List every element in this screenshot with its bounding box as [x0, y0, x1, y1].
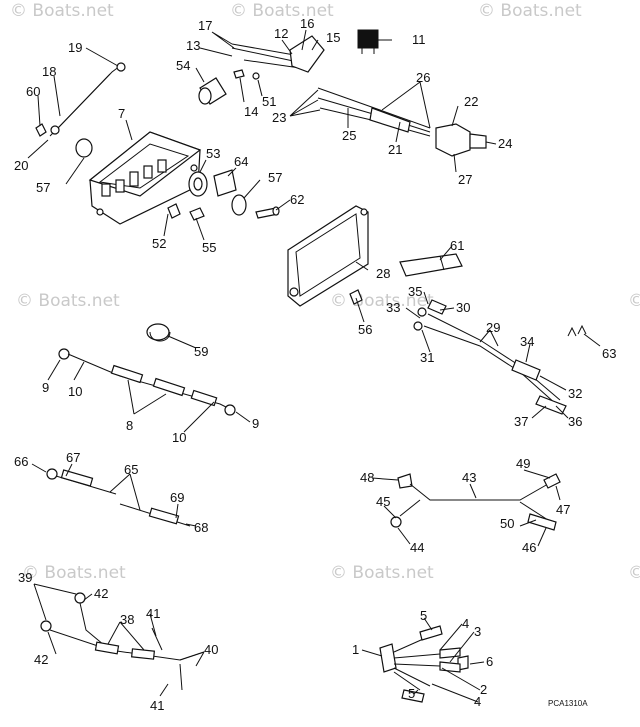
leader-lines: [27, 29, 601, 703]
callout-62: 62: [290, 192, 304, 207]
callout-24: 24: [498, 136, 512, 151]
callout-64: 64: [234, 154, 248, 169]
watermark-text: © Boats.net: [22, 563, 126, 583]
part-7-box: [88, 131, 202, 225]
callout-42-top: 42: [94, 586, 108, 601]
watermark-text: © Boats.net: [16, 291, 120, 311]
callout-23: 23: [272, 110, 286, 125]
callout-19: 19: [68, 40, 82, 55]
callout-13: 13: [186, 38, 200, 53]
callout-14: 14: [244, 104, 258, 119]
callout-68: 68: [194, 520, 208, 535]
callout-42-bottom: 42: [34, 652, 48, 667]
callout-46: 46: [522, 540, 536, 555]
callout-60: 60: [26, 84, 40, 99]
callout-12: 12: [274, 26, 288, 41]
callout-54: 54: [176, 58, 190, 73]
callout-37: 37: [514, 414, 528, 429]
callout-27: 27: [458, 172, 472, 187]
callout-41-bottom: 41: [150, 698, 164, 713]
callout-10-left: 10: [68, 384, 82, 399]
watermark-layer: © Boats.net © Boats.net © Boats.net © Bo…: [10, 1, 640, 583]
callout-30: 30: [456, 300, 470, 315]
callout-50: 50: [500, 516, 514, 531]
callout-9-right: 9: [252, 416, 259, 431]
callout-2: 2: [480, 682, 487, 697]
callout-5-bottom: 5: [408, 686, 415, 701]
watermark-text: © Boats.net: [230, 1, 334, 21]
callout-8: 8: [126, 418, 133, 433]
watermark-text: © Boats.net: [478, 1, 582, 21]
callout-69: 69: [170, 490, 184, 505]
callout-25: 25: [342, 128, 356, 143]
callout-53: 53: [206, 146, 220, 161]
callout-7: 7: [118, 106, 125, 121]
callout-28: 28: [376, 266, 390, 281]
callout-29: 29: [486, 320, 500, 335]
callout-16: 16: [300, 16, 314, 31]
callout-44: 44: [410, 540, 424, 555]
part-drawings: [35, 29, 587, 703]
callout-49: 49: [516, 456, 530, 471]
callout-56: 56: [358, 322, 372, 337]
callout-11: 11: [412, 32, 426, 47]
callout-43: 43: [462, 470, 476, 485]
watermark-text: © Boats.net: [628, 563, 640, 583]
callout-3: 3: [474, 624, 481, 639]
callout-9-left: 9: [42, 380, 49, 395]
callout-34: 34: [520, 334, 534, 349]
callout-67: 67: [66, 450, 80, 465]
callout-36: 36: [568, 414, 582, 429]
callout-39: 39: [18, 570, 32, 585]
callout-5-top: 5: [420, 608, 427, 623]
callout-57-left: 57: [36, 180, 50, 195]
callout-66: 66: [14, 454, 28, 469]
callout-41-top: 41: [146, 606, 160, 621]
callout-4-bottom: 4: [474, 694, 481, 709]
callout-labels: 19 18 60 20 57 7 17 13 12 16 15 11 54 51…: [14, 16, 616, 713]
callout-21: 21: [388, 142, 402, 157]
callout-32: 32: [568, 386, 582, 401]
callout-38: 38: [120, 612, 134, 627]
callout-31: 31: [420, 350, 434, 365]
callout-17: 17: [198, 18, 212, 33]
callout-1: 1: [352, 642, 359, 657]
callout-10-right: 10: [172, 430, 186, 445]
diagram-code: PCA1310A: [548, 699, 588, 708]
watermark-text: © Boats.net: [628, 291, 640, 311]
watermark-text: © Boats.net: [10, 1, 114, 21]
callout-33: 33: [386, 300, 400, 315]
callout-48: 48: [360, 470, 374, 485]
callout-55: 55: [202, 240, 216, 255]
callout-57-right: 57: [268, 170, 282, 185]
callout-22: 22: [464, 94, 478, 109]
callout-4-top: 4: [462, 616, 469, 631]
callout-6: 6: [486, 654, 493, 669]
callout-61: 61: [450, 238, 464, 253]
callout-26: 26: [416, 70, 430, 85]
callout-52: 52: [152, 236, 166, 251]
callout-63: 63: [602, 346, 616, 361]
callout-51: 51: [262, 94, 276, 109]
callout-59: 59: [194, 344, 208, 359]
callout-20: 20: [14, 158, 28, 173]
callout-47: 47: [556, 502, 570, 517]
callout-18: 18: [42, 64, 56, 79]
callout-40: 40: [204, 642, 218, 657]
callout-45: 45: [376, 494, 390, 509]
callout-35: 35: [408, 284, 422, 299]
callout-15: 15: [326, 30, 340, 45]
callout-65: 65: [124, 462, 138, 477]
watermark-text: © Boats.net: [330, 563, 434, 583]
